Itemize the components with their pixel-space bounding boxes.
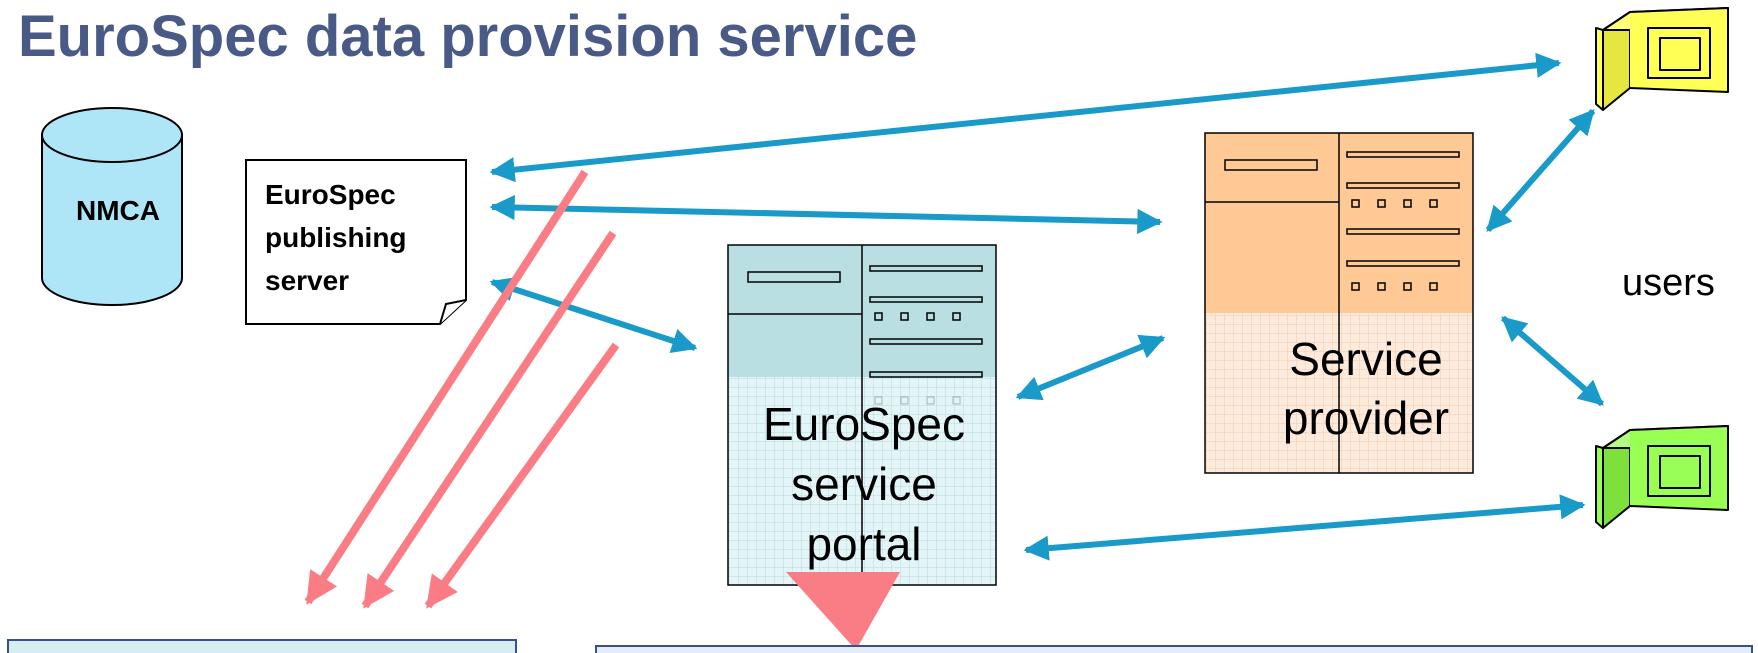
service-portal-label-line-3: portal — [806, 518, 921, 570]
exchange-arrows — [489, 52, 1604, 561]
server-indicator-lights — [1351, 199, 1438, 291]
publishing-server-document: EuroSpec publishing server — [245, 159, 467, 325]
service-provider-label-line-2: provider — [1283, 392, 1449, 444]
server-slots — [869, 265, 983, 378]
arrow-publishing-to-user-terminal-yellow — [489, 52, 1562, 183]
server-indicator-lights — [874, 312, 961, 321]
delivery-arrow-1 — [304, 169, 589, 605]
arrow-service-portal-to-user-terminal-green — [1023, 494, 1586, 561]
user-terminal-yellow — [1595, 7, 1729, 111]
delivery-arrows — [304, 169, 620, 609]
arrow-service-portal-to-service-provider — [1015, 334, 1166, 401]
arrow-service-provider-to-user-terminal-green — [1501, 315, 1604, 407]
user-terminal-green — [1595, 425, 1729, 529]
users-label: users — [1622, 262, 1715, 304]
publishing-server-label-line-3: server — [265, 265, 349, 296]
arrow-service-provider-to-user-terminal-yellow — [1485, 109, 1596, 232]
bottom-box-right — [595, 645, 1753, 653]
document-fold — [439, 299, 467, 325]
page-title: EuroSpec data provision service — [18, 4, 917, 69]
delivery-arrow-3 — [424, 342, 620, 609]
arrow-publishing-to-service-provider — [489, 194, 1163, 235]
delivery-arrow-2 — [361, 230, 617, 609]
computer-terminal-icon — [1595, 425, 1729, 529]
portal-down-arrow — [786, 572, 900, 650]
service-provider-server: Service provider — [1204, 132, 1474, 474]
service-portal-label-line-1: EuroSpec — [763, 398, 965, 450]
bottom-box-left — [7, 639, 517, 653]
nmca-database: NMCA — [41, 107, 183, 306]
nmca-label: NMCA — [76, 195, 160, 226]
service-provider-label-line-1: Service — [1289, 333, 1442, 385]
server-indicator-lights-faded — [874, 396, 961, 405]
arrow-publishing-to-service-portal — [489, 277, 698, 353]
drive-bay-slot — [747, 271, 841, 283]
service-portal-label-line-2: service — [791, 458, 937, 510]
publishing-server-label-line-1: EuroSpec — [265, 179, 396, 210]
computer-terminal-icon — [1595, 7, 1729, 111]
publishing-server-label-line-2: publishing — [265, 222, 407, 253]
database-cylinder-top — [41, 107, 183, 163]
service-portal-server: EuroSpec service portal — [727, 244, 997, 586]
database-cylinder-icon — [41, 135, 183, 306]
